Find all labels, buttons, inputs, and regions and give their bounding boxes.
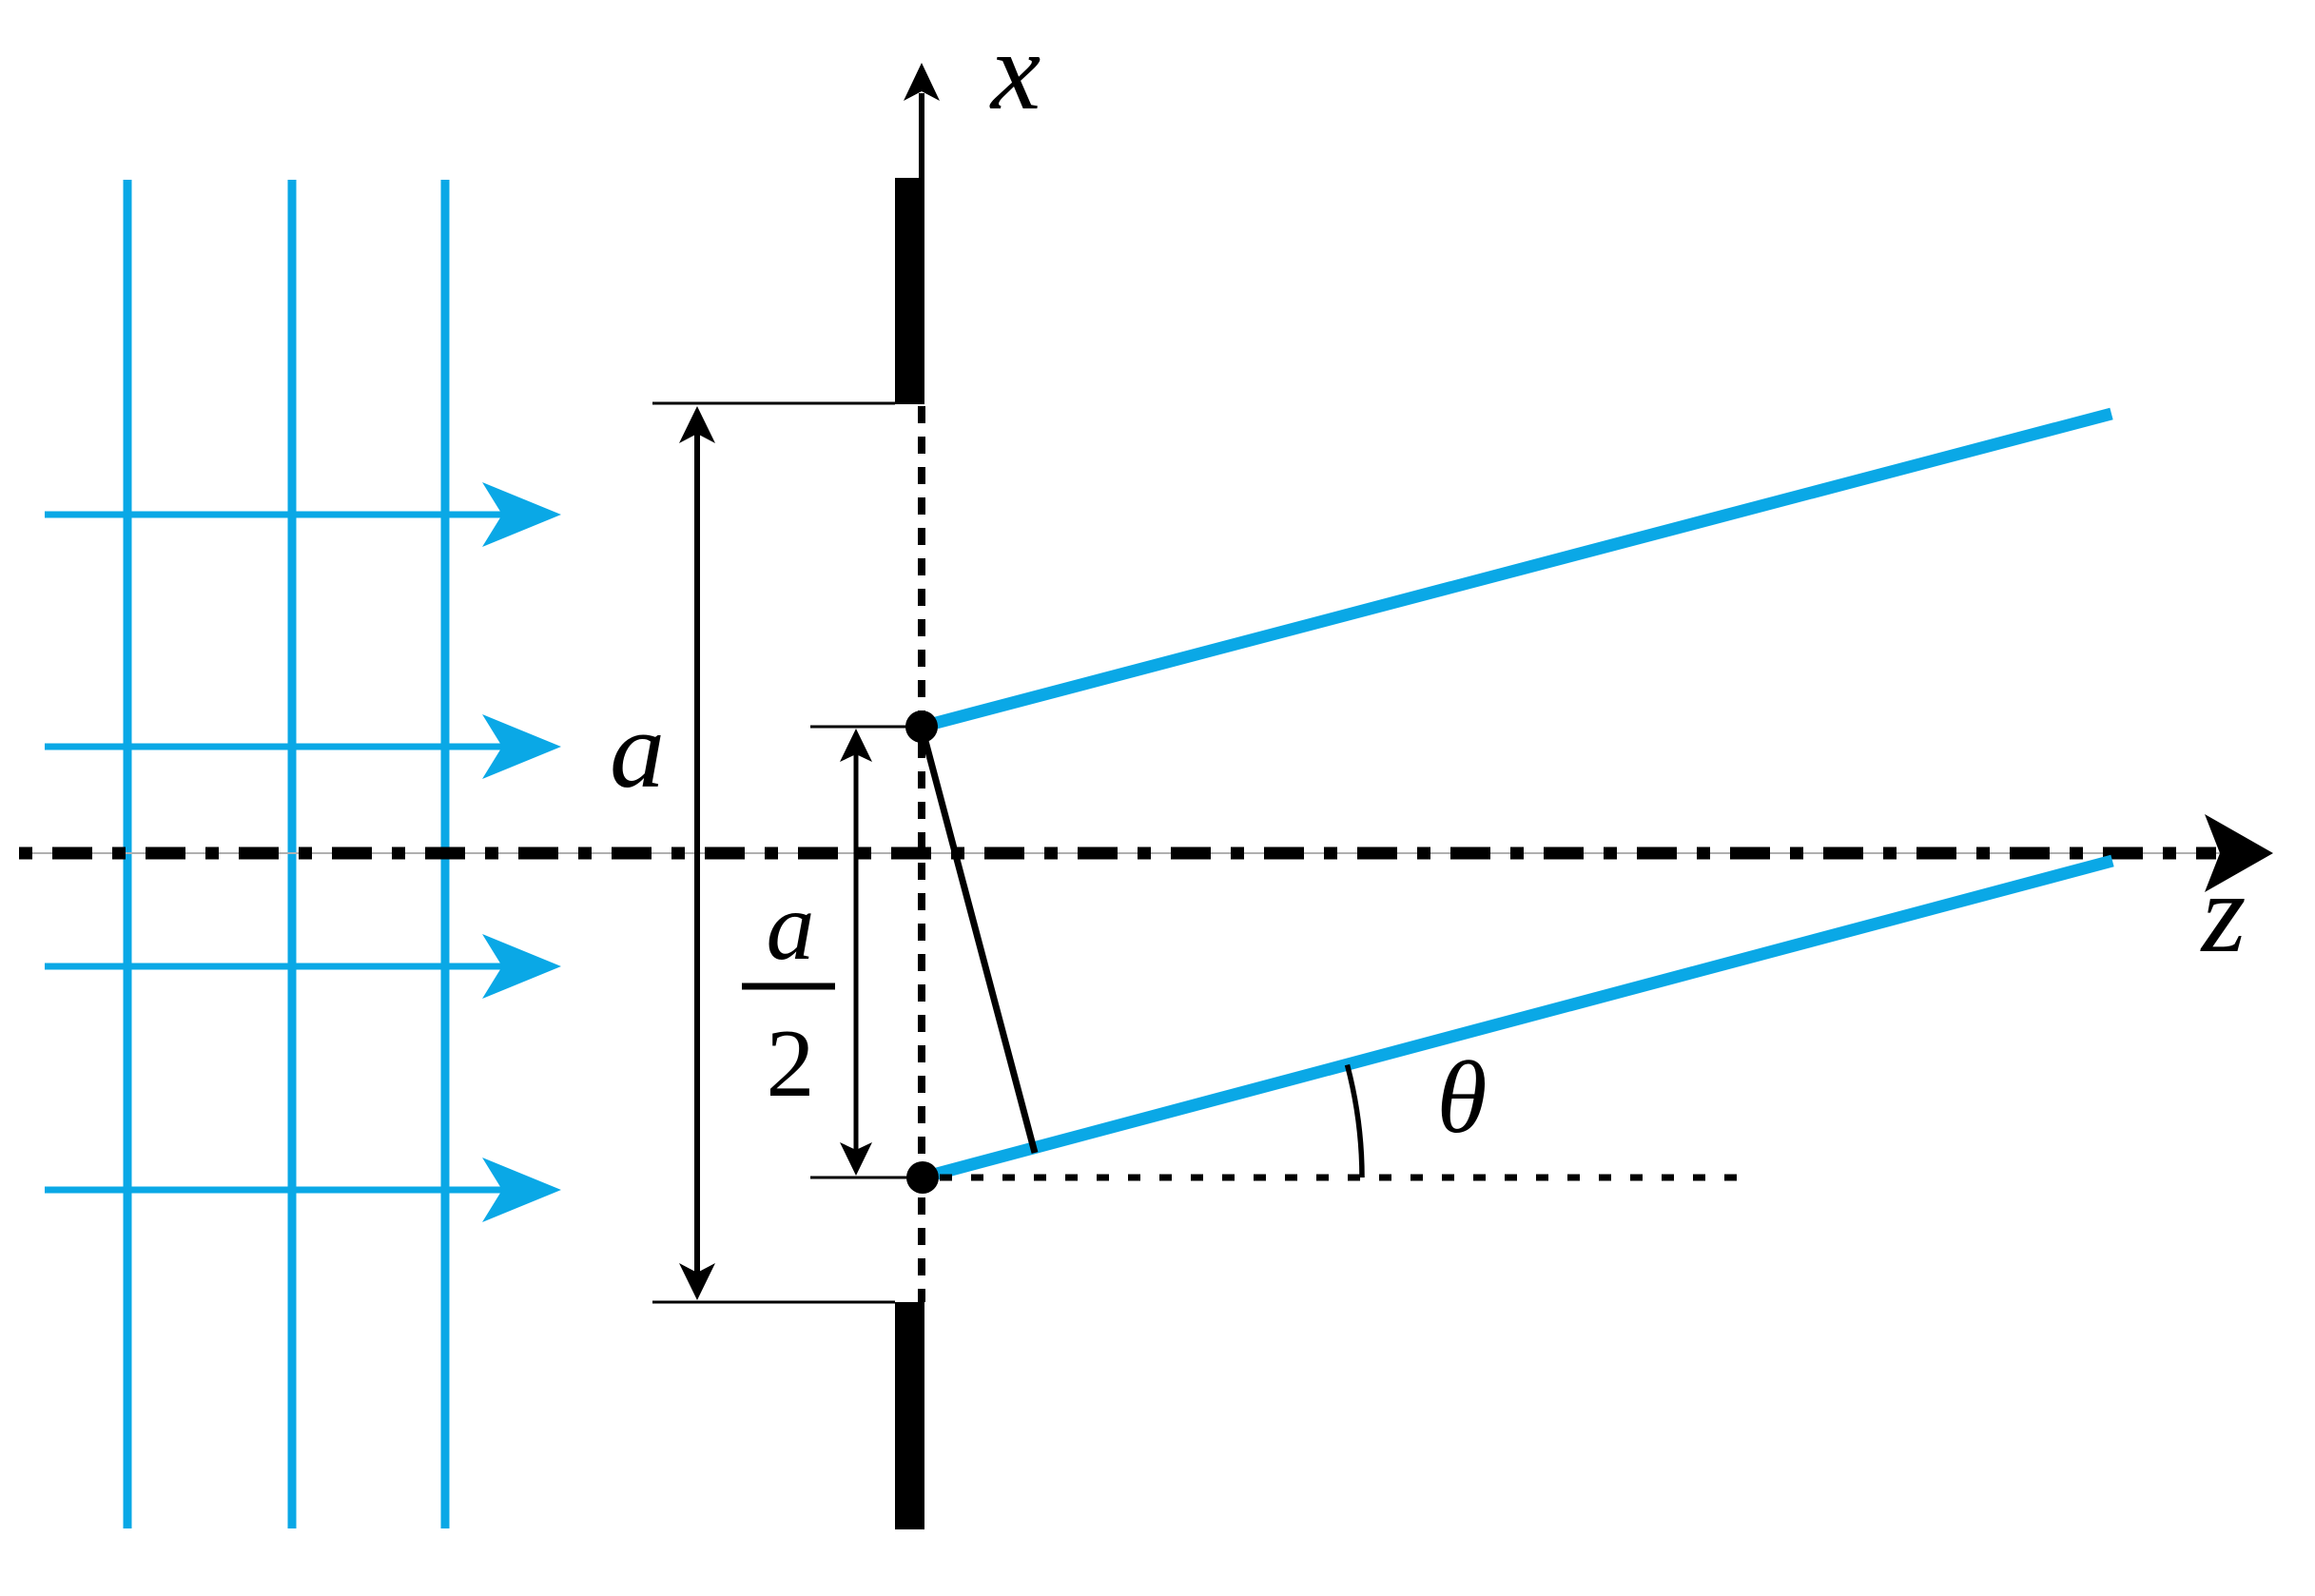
half-width-fraction-label: a 2 <box>742 873 835 1118</box>
half-width-dimension-group: a 2 <box>742 725 908 1179</box>
x-axis-group: x <box>904 9 1041 183</box>
path-difference-perpendicular-line <box>918 726 1039 1154</box>
dimension-a2-up-arrowhead-icon <box>840 729 872 762</box>
z-axis-group: z <box>19 814 2273 976</box>
slit-width-dimension-group: a <box>610 401 895 1304</box>
x-axis-arrowhead-icon <box>904 63 940 101</box>
diffracted-rays-group <box>905 407 2114 1194</box>
dimension-a2-down-arrowhead-icon <box>840 1142 872 1176</box>
point-source-lower-dot <box>906 1161 939 1194</box>
theta-angle-arc <box>1344 1063 1365 1178</box>
angle-theta-group: θ <box>940 1041 1752 1181</box>
z-axis-arrowhead-icon <box>2205 814 2273 892</box>
z-axis-label: z <box>2200 849 2247 976</box>
x-axis-label: x <box>989 9 1041 133</box>
diffracted-ray-lower <box>921 854 2114 1184</box>
point-source-upper-dot <box>905 710 938 743</box>
half-width-denominator: 2 <box>767 1010 815 1118</box>
diffracted-ray-upper <box>920 407 2113 733</box>
slit-screen-group <box>895 178 925 1529</box>
screen-lower-bar <box>895 1302 924 1529</box>
dimension-a-up-arrowhead-icon <box>679 406 715 443</box>
incident-ray-arrowhead-icon-3 <box>482 934 561 999</box>
slit-width-label: a <box>610 690 665 811</box>
screen-upper-bar <box>895 178 924 404</box>
incident-ray-arrowhead-icon-4 <box>482 1158 561 1222</box>
theta-angle-label: θ <box>1436 1041 1487 1155</box>
incident-ray-arrowhead-icon-1 <box>482 482 561 547</box>
dimension-a-down-arrowhead-icon <box>679 1263 715 1300</box>
incident-ray-arrowhead-icon-2 <box>482 714 561 779</box>
half-width-numerator: a <box>767 873 815 981</box>
